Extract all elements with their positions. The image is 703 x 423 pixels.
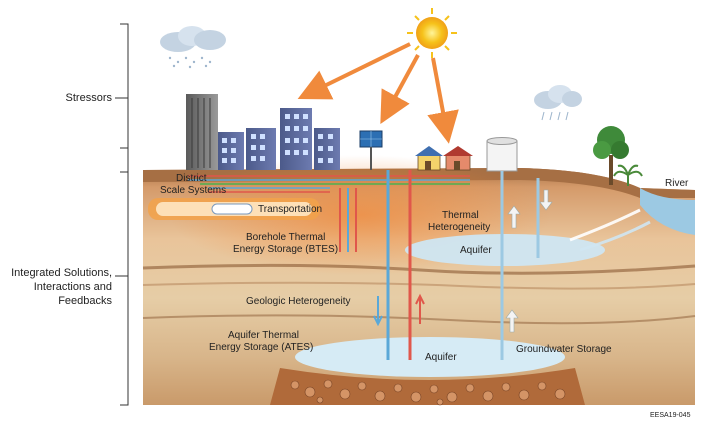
solar-panel-icon	[359, 130, 383, 170]
sun-ray-arrows	[297, 42, 459, 144]
sun-icon	[407, 8, 457, 58]
city-buildings	[218, 108, 340, 170]
district-label-line2: Scale Systems	[160, 185, 226, 196]
river-label: River	[665, 178, 689, 189]
stressors-label: Stressors	[65, 92, 112, 104]
thermal-heterogeneity-line2: Heterogeneity	[428, 222, 490, 233]
storm-cloud-icon	[160, 26, 226, 69]
btes-label-line1: Borehole Thermal	[246, 232, 325, 243]
palm-icon	[613, 164, 643, 186]
stratum-line-1	[142, 263, 696, 275]
river-flow-arrow	[569, 208, 641, 242]
tower-building	[186, 94, 218, 170]
integrated-solutions-label: Integrated Solutions, Interactions and F…	[0, 266, 112, 308]
ates-wells	[386, 170, 412, 360]
groundwater-wells	[500, 171, 540, 360]
ates-label-line2: Energy Storage (ATES)	[209, 342, 313, 353]
lower-aquifer-label: Aquifer	[425, 352, 457, 363]
integrated-solutions-line2: Interactions and	[33, 281, 112, 293]
stratum-line-3	[142, 314, 696, 325]
upper-aquifer	[405, 234, 605, 266]
geologic-heterogeneity-label: Geologic Heterogeneity	[246, 296, 351, 307]
water-tank-icon	[486, 137, 518, 172]
thermal-heterogeneity-line1: Thermal	[442, 210, 479, 221]
groundwater-storage-label: Groundwater Storage	[516, 344, 612, 355]
river-water	[640, 188, 695, 235]
house-icon-2	[443, 146, 473, 171]
integrated-solutions-line3: Feedbacks	[58, 295, 112, 307]
gravel-stones	[290, 379, 566, 406]
distribution-pipes	[188, 175, 470, 193]
ates-flow-arrows	[373, 293, 425, 327]
tree-icon	[593, 126, 629, 185]
btes-label-line2: Energy Storage (BTES)	[233, 244, 338, 255]
house-icon	[415, 146, 443, 171]
transportation-label: Transportation	[258, 204, 322, 215]
river-flow-arrow-2	[579, 220, 651, 252]
stressors-bracket	[115, 23, 129, 173]
groundwater-arrows	[505, 189, 553, 333]
integrated-solutions-line1: Integrated Solutions,	[11, 267, 112, 279]
solutions-bracket	[115, 147, 129, 406]
upper-aquifer-label: Aquifer	[460, 245, 492, 256]
figure-code: EESA19-045	[650, 412, 691, 419]
district-label-line1: District	[176, 173, 207, 184]
transportation-tube	[148, 198, 320, 220]
stratum-line-2	[142, 281, 696, 290]
rain-cloud-icon	[534, 85, 582, 121]
btes-boreholes	[339, 188, 357, 252]
lower-aquifer	[295, 337, 565, 377]
ates-label-line1: Aquifer Thermal	[228, 330, 299, 341]
